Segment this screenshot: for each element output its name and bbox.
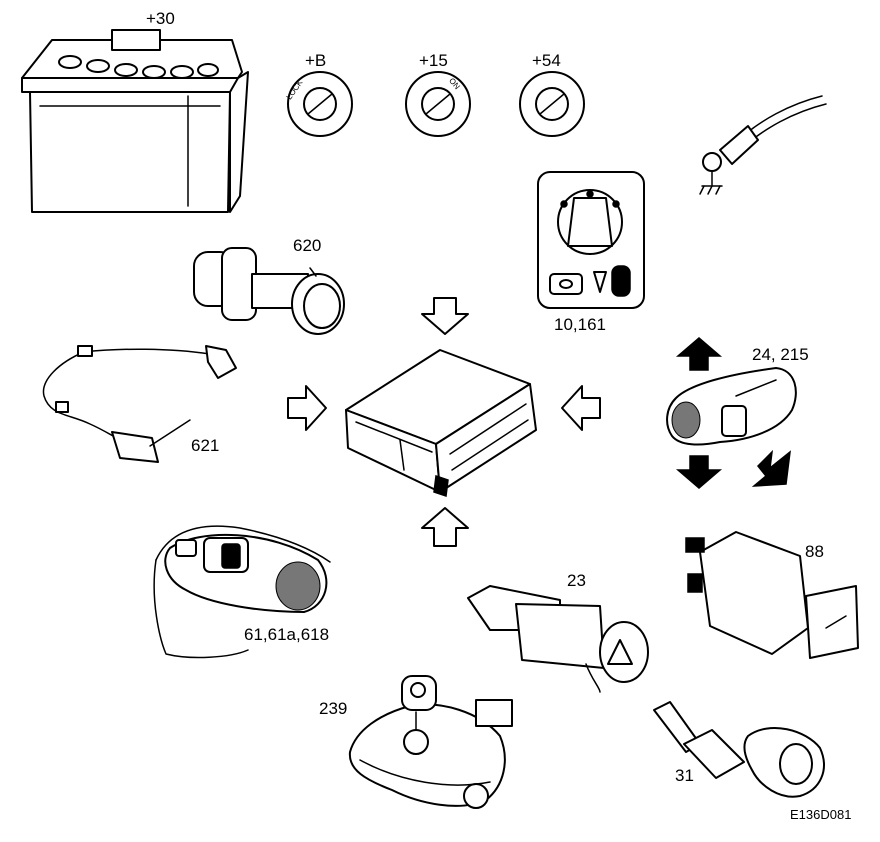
arrow-left-icon	[561, 385, 601, 431]
direction-arrow-diagonal-icon	[751, 449, 791, 487]
battery-label: +30	[146, 9, 175, 28]
light-switch-label: 10,161	[554, 315, 606, 334]
ground-terminal-icon	[699, 95, 827, 195]
sensor-cable-icon	[42, 345, 237, 463]
right-stalk-label: 24, 215	[752, 345, 809, 364]
right-stalk-switch-icon	[666, 367, 797, 446]
light-switch-panel-icon	[537, 171, 645, 309]
temperature-sender-icon	[653, 701, 825, 798]
bulb-holder-icon	[193, 247, 345, 335]
wiper-motor-icon	[348, 675, 513, 809]
direction-arrow-down-icon	[675, 455, 723, 489]
hazard-switch-icon	[467, 585, 649, 693]
temp-sender-label: 31	[675, 766, 694, 785]
wiper-motor-label: 239	[319, 699, 348, 718]
fog-switch-label: 88	[805, 542, 824, 561]
figure-code-label: E136D081	[790, 807, 852, 822]
ignition-54-label: +54	[532, 51, 561, 70]
sensor-cable-label: 621	[191, 436, 220, 455]
left-stalk-switch-icon	[153, 525, 331, 659]
ignition-54-icon	[519, 71, 585, 137]
arrow-down-icon	[421, 297, 469, 335]
control-unit-icon	[345, 349, 537, 498]
ignition-15-icon	[405, 71, 471, 137]
fog-light-switch-icon	[685, 531, 859, 659]
battery-icon	[21, 29, 249, 213]
arrow-up-icon	[421, 507, 469, 547]
bulb-holder-label: 620	[293, 236, 322, 255]
left-stalk-label: 61,61a,618	[244, 625, 330, 644]
hazard-switch-label: 23	[567, 571, 586, 590]
ignition-b-label: +B	[305, 51, 327, 70]
ignition-15-label: +15	[419, 51, 448, 70]
direction-arrow-up-icon	[675, 337, 723, 371]
arrow-right-icon	[287, 385, 327, 431]
ignition-b-icon	[287, 71, 353, 137]
